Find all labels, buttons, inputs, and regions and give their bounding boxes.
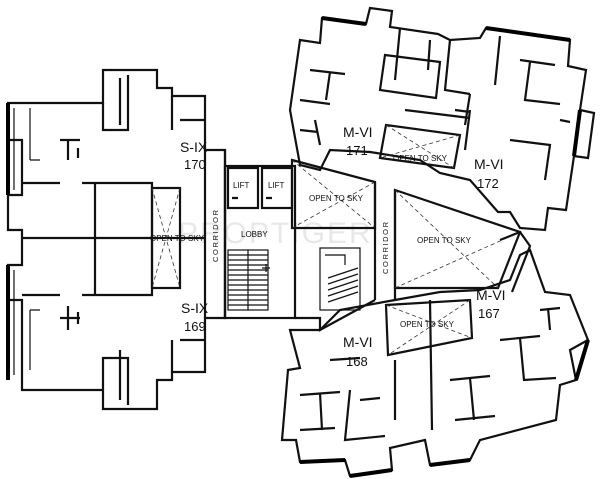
unit-m-vi-167-name: M-VI	[476, 287, 506, 303]
right-wing-shaft	[393, 188, 532, 293]
open-to-sky-label-bottom: OPEN TO SKY	[400, 320, 455, 329]
watermark: PROPTIGER	[178, 217, 373, 250]
unit-m-vi-172-number: 172	[477, 176, 499, 191]
open-to-sky-label-right: OPEN TO SKY	[417, 236, 472, 245]
lobby-label: LOBBY	[241, 230, 268, 239]
unit-m-vi-168-name: M-VI	[343, 334, 373, 350]
right-wing-bottom	[280, 248, 590, 478]
open-to-sky-label-center: OPEN TO SKY	[309, 194, 364, 203]
unit-m-vi-171-number: 171	[346, 143, 368, 158]
unit-s-ix-170-number: 170	[184, 157, 206, 172]
lift-label-1: LIFT	[233, 181, 250, 190]
unit-m-vi-167-number: 167	[478, 306, 500, 321]
right-wing-top	[288, 6, 596, 232]
unit-m-vi-168-number: 168	[346, 354, 368, 369]
central-core	[223, 158, 397, 332]
corridor-label-right: CORRIDOR	[381, 220, 390, 274]
unit-m-vi-172-name: M-VI	[474, 156, 504, 172]
unit-s-ix-170-name: S-IX	[180, 139, 208, 155]
unit-m-vi-171-name: M-VI	[343, 124, 373, 140]
unit-s-ix-169-name: S-IX	[181, 300, 209, 316]
staircase-right	[319, 247, 361, 311]
open-to-sky-label-left: OPEN TO SKY	[150, 234, 205, 243]
lift-1	[226, 166, 260, 210]
corridor-label-left: CORRIDOR	[211, 208, 220, 262]
open-to-sky-label-top: OPEN TO SKY	[393, 154, 448, 163]
labels: S-IX 170 S-IX 169 M-VI 171 M-VI 172 M-VI…	[150, 124, 506, 369]
left-wing	[6, 68, 227, 411]
unit-s-ix-169-number: 169	[184, 319, 206, 334]
lift-label-2: LIFT	[268, 181, 285, 190]
